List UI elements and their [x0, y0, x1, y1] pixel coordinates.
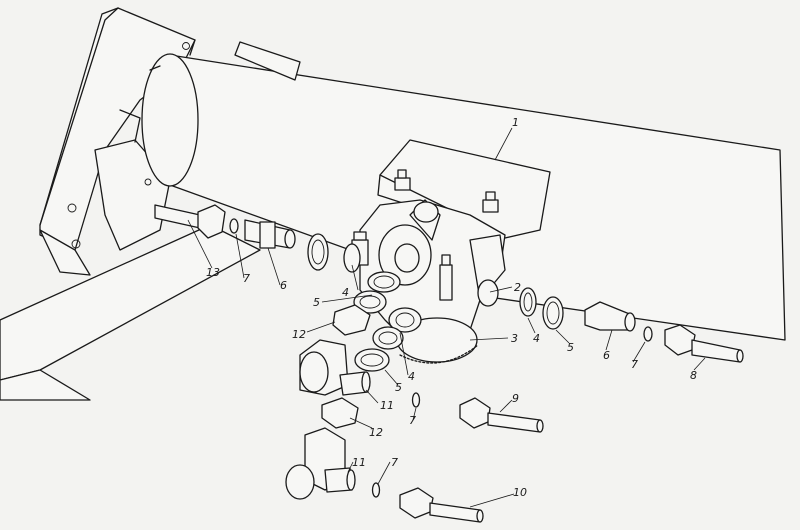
callout-3: 3 [511, 332, 518, 345]
callout-2: 2 [514, 281, 521, 294]
callout-9: 9 [512, 392, 519, 405]
callout-4-right: 4 [533, 332, 540, 345]
callout-7-middle: 7 [409, 414, 416, 427]
callout-4-lower: 4 [408, 370, 415, 383]
callout-5-right: 5 [567, 341, 574, 354]
callout-6-left: 6 [280, 279, 287, 292]
callout-11-lower: 11 [352, 456, 366, 469]
lower-fittings [285, 304, 544, 523]
callout-1: 1 [512, 116, 519, 129]
callout-4-left: 4 [342, 286, 349, 299]
callout-11-upper: 11 [380, 399, 394, 412]
frame-rail [0, 224, 261, 401]
callout-5-lower: 5 [395, 381, 402, 394]
callout-10: 10 [513, 486, 527, 499]
callout-12-upper: 12 [292, 328, 306, 341]
callout-7-left: 7 [243, 272, 250, 285]
leader-lines [187, 127, 706, 508]
callout-13: 13 [206, 266, 220, 279]
callout-5-left: 5 [313, 296, 320, 309]
callout-labels: 1 2 3 4 4 4 5 5 5 6 6 7 7 7 7 8 9 10 11 … [206, 116, 697, 499]
callout-7-bottom: 7 [391, 456, 398, 469]
right-fittings [519, 287, 744, 363]
callout-12-lower: 12 [369, 426, 383, 439]
callout-7-right: 7 [631, 358, 638, 371]
callout-8: 8 [690, 369, 697, 382]
callout-6-right: 6 [603, 349, 610, 362]
